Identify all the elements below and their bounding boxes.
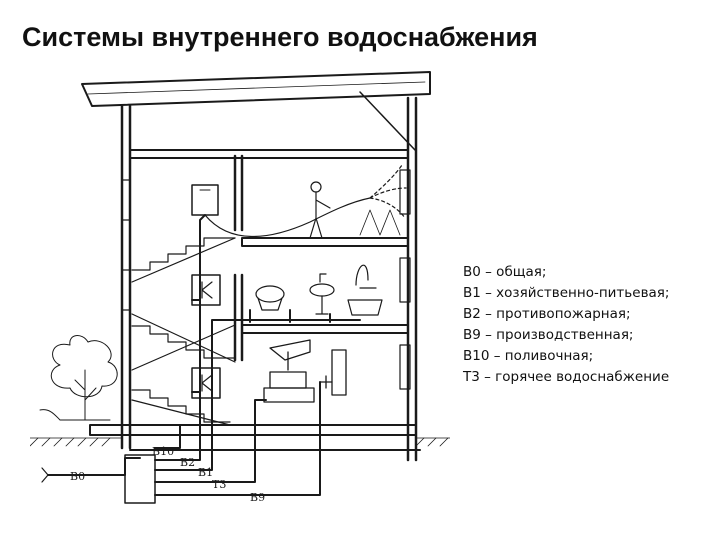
tree — [39, 335, 118, 421]
pipe-label-t3: Т3 — [212, 478, 226, 491]
pipe-label-v0: В0 — [70, 470, 85, 483]
fire-hydrant-cabinets — [191, 274, 221, 399]
pipe-label-v2: В2 — [180, 456, 195, 469]
staircase — [131, 237, 236, 426]
legend-item-v10: В10 – поливочная; — [463, 348, 594, 364]
pipe-label-v9: В9 — [250, 491, 265, 504]
legend-item-v0: В0 – общая; — [463, 264, 547, 280]
pipe-label-v1: В1 — [198, 466, 213, 479]
sanitary-fixtures — [255, 264, 383, 316]
legend-item-v9: В9 – производственная; — [463, 327, 634, 343]
legend-item-t3: Т3 – горячее водоснабжение — [463, 369, 670, 385]
page-title: Системы внутреннего водоснабжения — [22, 22, 538, 52]
pipes — [41, 214, 361, 504]
legend-item-v1: В1 – хозяйственно-питьевая; — [463, 285, 670, 301]
watering-scene — [204, 164, 407, 239]
windows — [121, 169, 411, 390]
water-tank — [191, 184, 219, 216]
building-water-supply-diagram: В0 В10 В2 В1 Т3 В9 — [30, 71, 450, 504]
pipe-label-v10: В10 — [152, 445, 174, 458]
floor-slabs — [89, 149, 421, 451]
building-walls — [120, 96, 418, 462]
ground — [30, 437, 450, 447]
pipe-legend: В0 – общая; В1 – хозяйственно-питьевая; … — [463, 262, 669, 388]
production-equipment — [263, 339, 347, 403]
legend-item-v2: В2 – противопожарная; — [463, 306, 631, 322]
roof — [81, 71, 431, 151]
